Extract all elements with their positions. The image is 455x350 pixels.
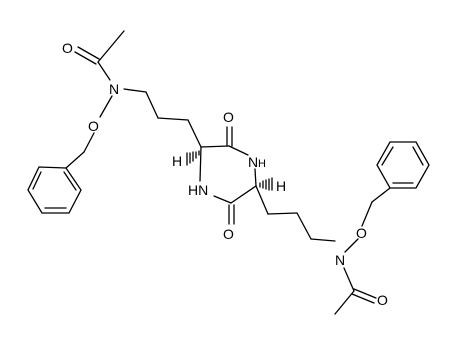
atom-n2: N xyxy=(335,252,345,268)
bond-chain2-d xyxy=(310,238,336,242)
benzene-left-inner-3 xyxy=(63,171,77,191)
bond-acetyl2-methyl xyxy=(334,290,355,315)
bond-acetyl-co-1 xyxy=(77,46,100,60)
benzene-ring-right xyxy=(376,141,430,189)
bond-ring-5 xyxy=(213,195,232,204)
benzene-right-inner-3 xyxy=(381,146,394,166)
bond-n-chain xyxy=(123,88,147,93)
bond-ch2-phenyl2 xyxy=(371,187,391,203)
bond-ring-6 xyxy=(199,146,202,182)
bond-ring-4 xyxy=(230,185,257,204)
atom-o4: O xyxy=(223,226,234,242)
bond-ring-3 xyxy=(254,168,257,187)
atom-o1: O xyxy=(62,40,73,56)
bond-chain-b xyxy=(157,117,189,121)
bond-ring-2 xyxy=(228,145,249,156)
bond-o2-ch2 xyxy=(361,201,373,227)
bond-chain2-c xyxy=(296,212,312,240)
bond-carbonyl-n xyxy=(97,61,111,81)
benzene-left-inner-1 xyxy=(32,171,42,190)
atom-o2: O xyxy=(88,118,99,134)
bond-n-o xyxy=(99,95,113,118)
bond-chain2-a xyxy=(255,185,269,215)
atom-h1: H xyxy=(172,153,182,169)
bond-acetyl-methyl xyxy=(97,30,125,63)
bond-ring-1 xyxy=(200,145,230,148)
hashed-wedge-lower xyxy=(259,177,273,191)
atom-nh1-h: H xyxy=(258,158,266,170)
diketopiperazine-ring: O N H H HN O H xyxy=(172,109,286,242)
bond-chain-c xyxy=(187,119,202,148)
bond-acetyl2-co-2 xyxy=(351,293,375,304)
bond-n2-carbonyl xyxy=(343,267,355,292)
benzene-ring-left xyxy=(27,166,82,214)
atom-o5: O xyxy=(356,225,367,241)
bond-chain-a xyxy=(145,91,159,119)
bond-o-ch2 xyxy=(83,132,95,153)
bond-n2-o xyxy=(344,238,359,253)
bond-acetyl-co-2 xyxy=(74,51,97,65)
hashed-wedge-upper xyxy=(186,150,200,166)
atom-nh1: N xyxy=(248,154,258,170)
atom-nh2: HN xyxy=(188,182,208,198)
bond-acetyl2-co-1 xyxy=(353,288,377,299)
bond-ch2-phenyl xyxy=(65,151,85,169)
upper-side-chain: O N O xyxy=(27,30,202,214)
benzene-right-inner-2 xyxy=(412,146,424,166)
atom-h2: H xyxy=(276,178,286,194)
atom-o6: O xyxy=(377,292,388,308)
bond-chain2-b xyxy=(267,212,298,215)
lower-side-chain: O N O xyxy=(255,141,430,315)
atom-n1: N xyxy=(109,81,119,97)
atom-o3: O xyxy=(223,109,234,125)
